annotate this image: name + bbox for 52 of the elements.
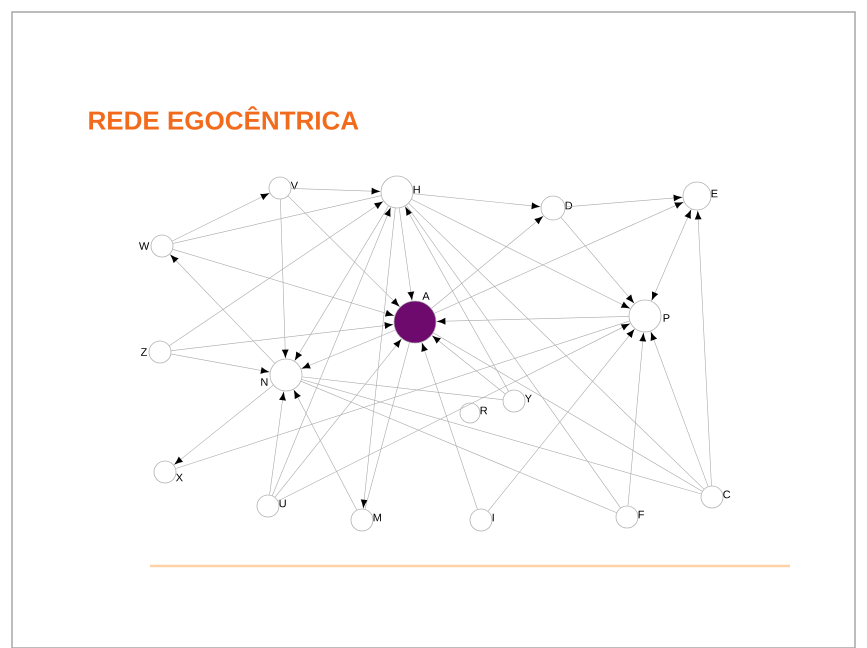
arrow: [398, 208, 414, 300]
arrow: [269, 392, 286, 496]
arrow: [170, 354, 269, 374]
node-label: E: [712, 190, 718, 198]
node-label: N: [261, 378, 268, 386]
node-label: Y: [524, 394, 532, 402]
arrow: [280, 199, 288, 358]
arrow: [291, 188, 380, 194]
arrow: [565, 194, 682, 208]
arrow: [288, 196, 400, 306]
arrow: [413, 193, 540, 210]
arrow: [421, 343, 478, 510]
node-label: W: [138, 242, 150, 250]
arrow: [172, 193, 269, 242]
arrow: [411, 199, 630, 308]
node-label: A: [422, 292, 430, 300]
node-label: C: [723, 490, 730, 498]
slide-title: REDE EGOCÊNTRICA: [89, 106, 358, 130]
node-label: R: [480, 406, 488, 414]
arrow: [488, 329, 634, 512]
arrow: [360, 208, 396, 508]
node-label: I: [492, 514, 494, 522]
arrow: [652, 210, 692, 300]
node-label: Z: [140, 348, 147, 356]
arrow: [174, 384, 274, 464]
arrow: [272, 208, 391, 496]
arrow: [170, 254, 275, 364]
arrow: [432, 336, 506, 394]
arrow: [437, 316, 629, 324]
node-label: X: [176, 474, 183, 482]
arrow: [294, 390, 357, 510]
node-label: P: [664, 314, 670, 322]
arrow: [278, 324, 630, 502]
arrow: [171, 322, 393, 351]
node-label: F: [638, 510, 644, 518]
arrow: [431, 216, 543, 309]
arrow: [274, 339, 402, 498]
node-label: H: [414, 186, 420, 194]
node-label: M: [374, 514, 381, 522]
arrow: [169, 202, 383, 346]
arrow: [560, 217, 634, 303]
arrow: [294, 206, 389, 360]
arrow: [172, 248, 394, 316]
arrow: [694, 211, 712, 486]
arrow: [434, 202, 684, 314]
node-label: V: [290, 182, 298, 190]
arrow: [650, 332, 708, 487]
arrow: [628, 333, 646, 506]
node-label: D: [566, 202, 572, 210]
arrow: [405, 207, 509, 392]
arrow: [302, 330, 396, 369]
node-label: U: [280, 500, 286, 508]
